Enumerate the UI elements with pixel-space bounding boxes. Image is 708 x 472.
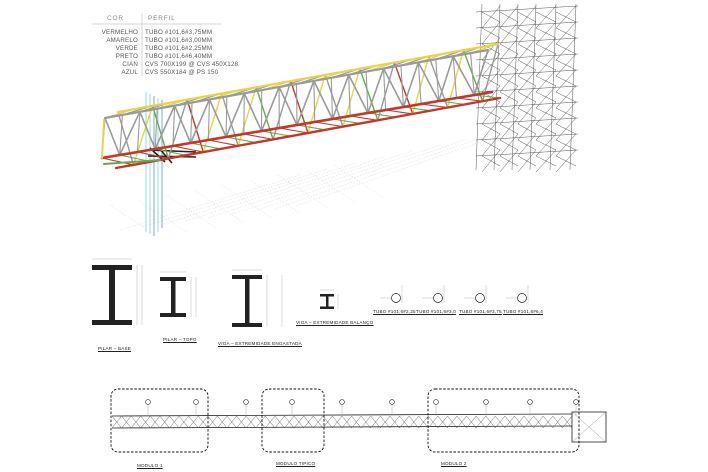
module-frames: [110, 388, 580, 453]
legend-header-color: COR: [107, 15, 124, 22]
module-tipico-frame: [261, 388, 325, 453]
legend-profile-label: CVS 550X184 @ PS 150: [145, 69, 219, 76]
legend-color-label: PRETO: [115, 53, 138, 60]
legend-profile-label: TUBO #101,6#3,00MM: [145, 37, 213, 44]
legend-header-profile: PERFIL: [148, 15, 176, 22]
caption-viga-balanco: VIGA – EXTREMIDADE BALANÇO: [296, 320, 374, 325]
legend-profile-label: TUBO #101,6#2,25MM: [145, 45, 213, 52]
space-truss: [100, 42, 502, 170]
section-pilar-topo: [160, 271, 197, 317]
legend-profile-label: TUBO #101,6#6,40MM: [145, 53, 213, 60]
section-pilar-base: [92, 258, 143, 325]
tube-sections: [380, 285, 529, 303]
caption-modulo-2: MODULO 2: [441, 461, 467, 466]
legend-color-label: CIAN: [122, 61, 138, 68]
module-1-frame: [110, 388, 209, 453]
support-column: [145, 92, 163, 236]
legend-rules: [92, 13, 222, 76]
legend-color-label: VERDE: [115, 45, 138, 52]
legend-profile-label: TUBO #101,6#3,75MM: [145, 29, 213, 36]
legend-color-label: AMARELO: [106, 37, 138, 44]
module-2-frame: [427, 388, 580, 453]
section-viga-balanco: [320, 289, 339, 309]
caption-viga-engastada: VIGA – EXTREMIDADE ENGASTADA: [218, 341, 302, 346]
scaffold-tower: [475, 3, 579, 173]
caption-pilar-base: PILAR – BASE: [98, 346, 132, 351]
caption-modulo-1: MODULO 1: [137, 463, 163, 468]
legend-color-label: AZUL: [121, 69, 138, 76]
section-viga-engastada: [232, 269, 283, 327]
caption-modulo-tipico: MODULO TIPICO: [276, 461, 316, 466]
caption-tube-3: TUBO #101,6#3,75: [459, 309, 502, 314]
elevation-drawing: [111, 399, 607, 443]
caption-tube-1: TUBO #101,6#2,25: [373, 309, 416, 314]
caption-tube-4: TUBO #101,6#6,4: [503, 309, 544, 314]
caption-tube-2: TUBO #101,6#3,0: [416, 309, 457, 314]
ground-grid: [109, 126, 525, 239]
legend-color-label: VERMELHO: [101, 29, 138, 36]
caption-pilar-topo: PILAR – TOPO: [163, 337, 197, 342]
legend-profile-label: CVS 700X199 @ CVS 450X128: [145, 61, 239, 68]
